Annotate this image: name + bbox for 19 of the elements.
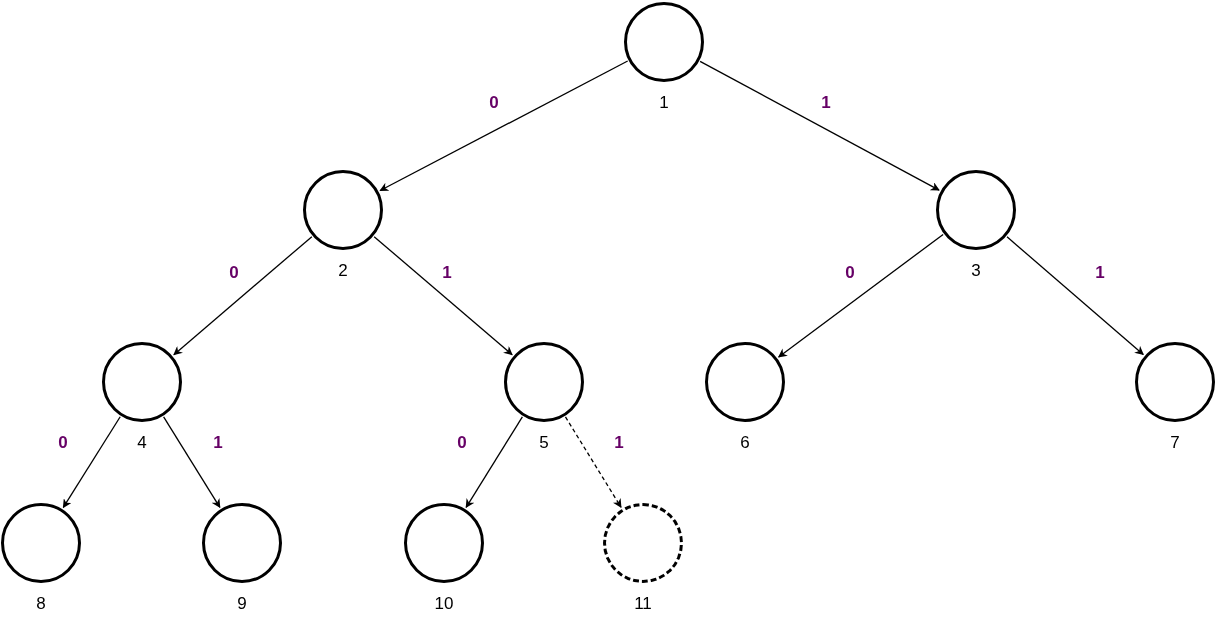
node-number: 6 xyxy=(740,433,750,453)
node-number: 10 xyxy=(434,594,454,614)
arrow xyxy=(173,236,313,356)
node-number: 3 xyxy=(971,261,981,281)
arrow xyxy=(62,416,121,509)
arrow xyxy=(465,416,523,509)
arrow xyxy=(163,416,221,509)
arrow xyxy=(373,236,513,356)
node-number: 9 xyxy=(237,594,247,614)
arrow xyxy=(564,416,622,508)
arrow xyxy=(1006,236,1144,356)
node-number: 11 xyxy=(634,594,652,614)
arrow xyxy=(777,233,944,358)
node-number: 4 xyxy=(137,433,147,453)
node-number: 5 xyxy=(539,433,549,453)
node-number: 2 xyxy=(338,261,348,281)
node-number: 7 xyxy=(1170,433,1180,453)
node-number: 1 xyxy=(659,93,669,113)
node-number: 8 xyxy=(36,594,46,614)
